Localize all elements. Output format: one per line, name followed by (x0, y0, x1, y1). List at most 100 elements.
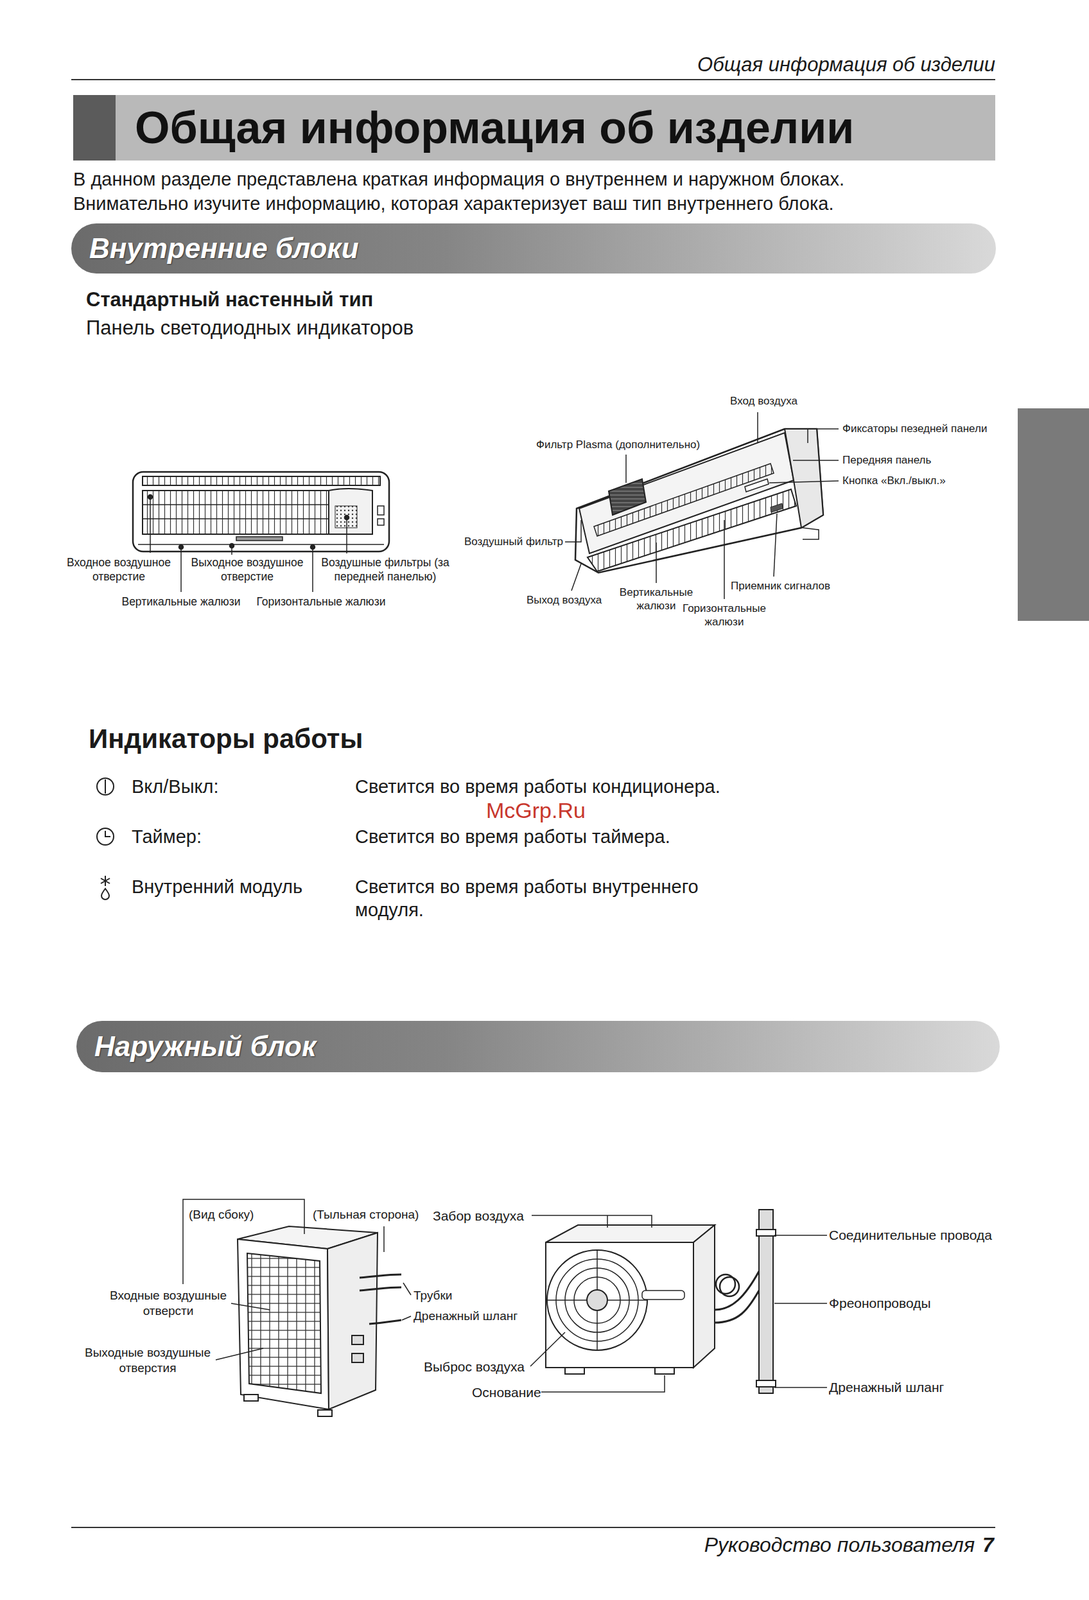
outdoor-unit-side (359, 1274, 402, 1278)
indicator-icons (96, 828, 114, 846)
leader-lines (723, 520, 725, 600)
outdoor-unit-side (243, 1394, 259, 1402)
leader-lines (530, 1332, 566, 1367)
outdoor-unit-side (369, 1320, 402, 1325)
leader-lines (774, 1386, 828, 1389)
leader-lines (792, 459, 839, 462)
text-line: Руководство пользователя (704, 1532, 975, 1558)
leader-lines (655, 542, 657, 584)
text-line: Вкл/Выкл: (131, 775, 219, 799)
part-label: Воздушный фильтр (464, 534, 564, 549)
indoor-unit-front (377, 518, 384, 526)
leader-lines (231, 1303, 270, 1310)
indoor-unit-front (132, 471, 390, 552)
part-label: Горизонтальные жалюзи (252, 595, 391, 610)
leader-lines (541, 1375, 665, 1393)
rule-lines (71, 78, 996, 81)
outdoor-unit-front (758, 1209, 774, 1394)
text-line: Индикаторы работы (88, 722, 363, 757)
part-label: Выходное воздушное отверстие (189, 556, 305, 585)
leader-lines (606, 1215, 609, 1228)
outdoor-unit-side (237, 1226, 402, 1417)
section-heading: Наружный блок (94, 1029, 982, 1064)
watermark: McGrp.Ru (486, 798, 586, 823)
indoor-unit-front (142, 504, 329, 506)
side-tab (1017, 408, 1089, 621)
leader-lines (215, 1348, 264, 1360)
indoor-unit-open (784, 428, 824, 528)
outdoor-unit-side (237, 1239, 329, 1410)
indoor-unit-front (142, 476, 381, 486)
leader-lines (182, 1199, 411, 1360)
indoor-unit-front (236, 536, 283, 541)
leader-lines (774, 1302, 828, 1305)
title-band: Общая информация об изделии (73, 95, 996, 161)
outdoor-unit-front (642, 1290, 685, 1300)
text-line: Светится во время работы кондиционера. (355, 775, 721, 799)
part-label: Фиксаторы пезедней панели (842, 421, 987, 436)
text-line: Общая информация об изделии (697, 52, 996, 78)
leader-lines (807, 428, 839, 444)
indoor-unit-front (142, 518, 329, 520)
indoor-unit-open (802, 527, 819, 540)
outdoor-unit-front (714, 1271, 759, 1310)
leader-lines (774, 1234, 828, 1237)
indoor-unit-front (335, 505, 358, 528)
outdoor-unit-front (565, 1367, 585, 1375)
part-label: Дренажный шланг (413, 1308, 518, 1325)
outdoor-unit-side (359, 1287, 402, 1291)
indicator-icons (105, 830, 111, 837)
part-label: Кнопка «Вкл./выкл.» (842, 473, 946, 488)
outdoor-unit-side (327, 1232, 378, 1410)
title-marker (73, 95, 116, 161)
text-line: Панель светодиодных индикаторов (86, 315, 414, 341)
part-label: Выходные воздушные отверстия (82, 1345, 214, 1377)
outdoor-unit-front (545, 1209, 776, 1394)
part-label: Входные воздушные отверсти (105, 1288, 232, 1319)
leader-lines (757, 412, 759, 444)
leader-lines (403, 1282, 411, 1296)
part-label: Забор воздуха (432, 1207, 524, 1225)
part-label: Фреонопроводы (828, 1295, 932, 1312)
text-line: Светится во время работы внутреннего мод… (355, 875, 741, 923)
part-label: Выброс воздуха (423, 1358, 525, 1376)
outdoor-unit-front (756, 1380, 776, 1387)
indicator-icons (96, 778, 114, 795)
part-label: Входное воздушное отверстие (60, 556, 177, 585)
leader-lines (571, 563, 582, 591)
part-label: Передняя панель (842, 453, 932, 467)
part-label: Вход воздуха (730, 394, 798, 408)
outdoor-unit-front (586, 1289, 608, 1311)
part-label: Основание (471, 1384, 542, 1402)
part-label: Горизонтальные жалюзи (679, 601, 770, 630)
text-line: Внимательно изучите информацию, которая … (73, 191, 834, 216)
section-heading: Внутренние блоки (89, 231, 978, 266)
indoor-unit-front (132, 471, 390, 552)
outdoor-unit-front (714, 1290, 759, 1323)
part-label: Фильтр Plasma (дополнительно) (536, 437, 700, 452)
indoor-unit-front (142, 490, 329, 535)
indicator-icons (101, 888, 110, 900)
leader-lines (312, 547, 314, 593)
outdoor-unit-front (545, 1242, 694, 1368)
leader-lines (565, 520, 582, 542)
indicator-icons (100, 875, 110, 887)
section-band: Внутренние блоки (71, 223, 996, 274)
outdoor-unit-side (247, 1253, 322, 1394)
text-line: Внутренний модуль (131, 875, 303, 899)
part-label: Соединительные провода (828, 1227, 993, 1244)
leader-lines (149, 496, 151, 553)
outdoor-unit-front (693, 1225, 715, 1368)
leader-lines (530, 1215, 828, 1393)
outdoor-unit-side (351, 1335, 364, 1345)
outdoor-unit-side (317, 1410, 332, 1417)
leader-lines (383, 1226, 385, 1253)
text-line: 7 (982, 1532, 994, 1558)
part-label: Приемник сигналов (730, 579, 831, 593)
part-label: Выход воздуха (526, 593, 602, 607)
part-label: Трубки (413, 1288, 453, 1304)
leader-lines (531, 1215, 652, 1228)
part-label: Вертикальные жалюзи (116, 595, 246, 610)
outdoor-unit-front (756, 1229, 776, 1237)
leader-lines (401, 1316, 411, 1321)
